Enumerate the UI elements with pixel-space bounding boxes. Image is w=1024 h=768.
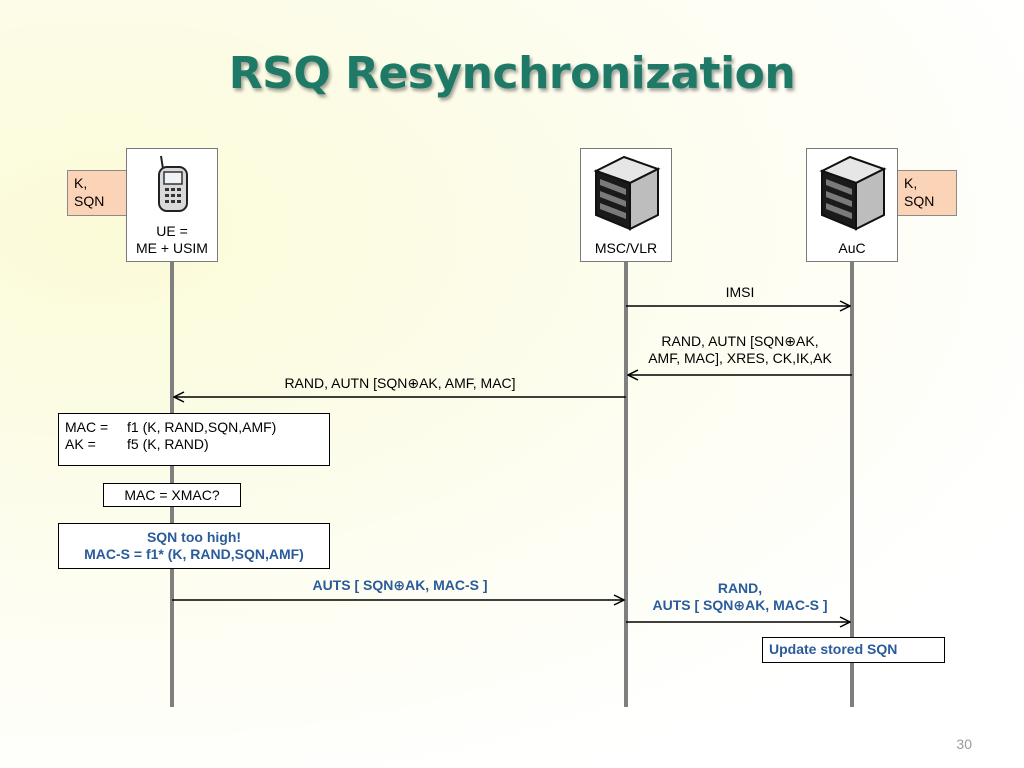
page-number: 30 — [956, 736, 972, 752]
auc-to-msc-line1: RAND, AUTN [SQN⊕AK, — [661, 333, 819, 349]
auc-entity: AuC — [806, 148, 898, 262]
ue-label: UE = ME + USIM — [127, 223, 217, 257]
msc-to-ue-message: RAND, AUTN [SQN⊕AK, AMF, MAC] — [284, 375, 516, 391]
mobile-phone-icon — [158, 155, 188, 212]
mac-row: MAC = f1 (K, RAND,SQN,AMF) — [65, 419, 323, 436]
mac-ak-computation-box: MAC = f1 (K, RAND,SQN,AMF) AK = f5 (K, RAN… — [58, 413, 330, 466]
mac-check-box: MAC = XMAC? — [103, 483, 241, 507]
sqn-too-high-box: SQN too high! MAC-S = f1* (K, RAND,SQN,A… — [58, 523, 330, 569]
ue-key-line1: K, — [74, 175, 88, 191]
ue-entity: UE = ME + USIM — [126, 148, 218, 262]
auc-key-line1: K, — [904, 175, 918, 191]
ue-label-line2: ME + USIM — [136, 240, 208, 256]
ak-row: AK = f5 (K, RAND) — [65, 436, 323, 453]
update-sqn-box: Update stored SQN — [762, 637, 945, 663]
auc-key-box: K, SQN — [897, 170, 957, 216]
auts-message: AUTS [ SQN⊕AK, MAC-S ] — [312, 577, 488, 593]
mac-label: MAC = — [65, 419, 109, 435]
server-icon — [593, 155, 661, 231]
ak-label: AK = — [65, 436, 96, 452]
msc-to-auc-line1: RAND, — [717, 580, 763, 596]
ue-label-line1: UE = — [156, 223, 188, 239]
msc-to-auc-message: RAND, AUTS [ SQN⊕AK, MAC-S ] — [620, 580, 860, 614]
msc-label: MSC/VLR — [594, 240, 658, 256]
sqn-too-high-line1: SQN too high! — [146, 529, 242, 545]
auc-to-msc-message: RAND, AUTN [SQN⊕AK, AMF, MAC], XRES, CK,… — [620, 333, 860, 367]
imsi-message: IMSI — [725, 284, 755, 300]
auc-label: AuC — [838, 240, 866, 256]
msc-entity: MSC/VLR — [580, 148, 672, 262]
auc-to-msc-line2: AMF, MAC], XRES, CK,IK,AK — [648, 350, 832, 366]
auc-key-line2: SQN — [904, 193, 935, 209]
sqn-too-high-line2: MAC-S = f1* (K, RAND,SQN,AMF) — [84, 546, 304, 562]
server-icon — [819, 155, 887, 231]
ak-value: f5 (K, RAND) — [127, 436, 209, 452]
mac-value: f1 (K, RAND,SQN,AMF) — [127, 419, 277, 435]
slide-title: RSQ Resynchronization — [228, 48, 796, 99]
ue-key-box: K, SQN — [67, 170, 127, 216]
msc-to-auc-line2: AUTS [ SQN⊕AK, MAC-S ] — [652, 597, 828, 613]
ue-key-line2: SQN — [74, 193, 105, 209]
